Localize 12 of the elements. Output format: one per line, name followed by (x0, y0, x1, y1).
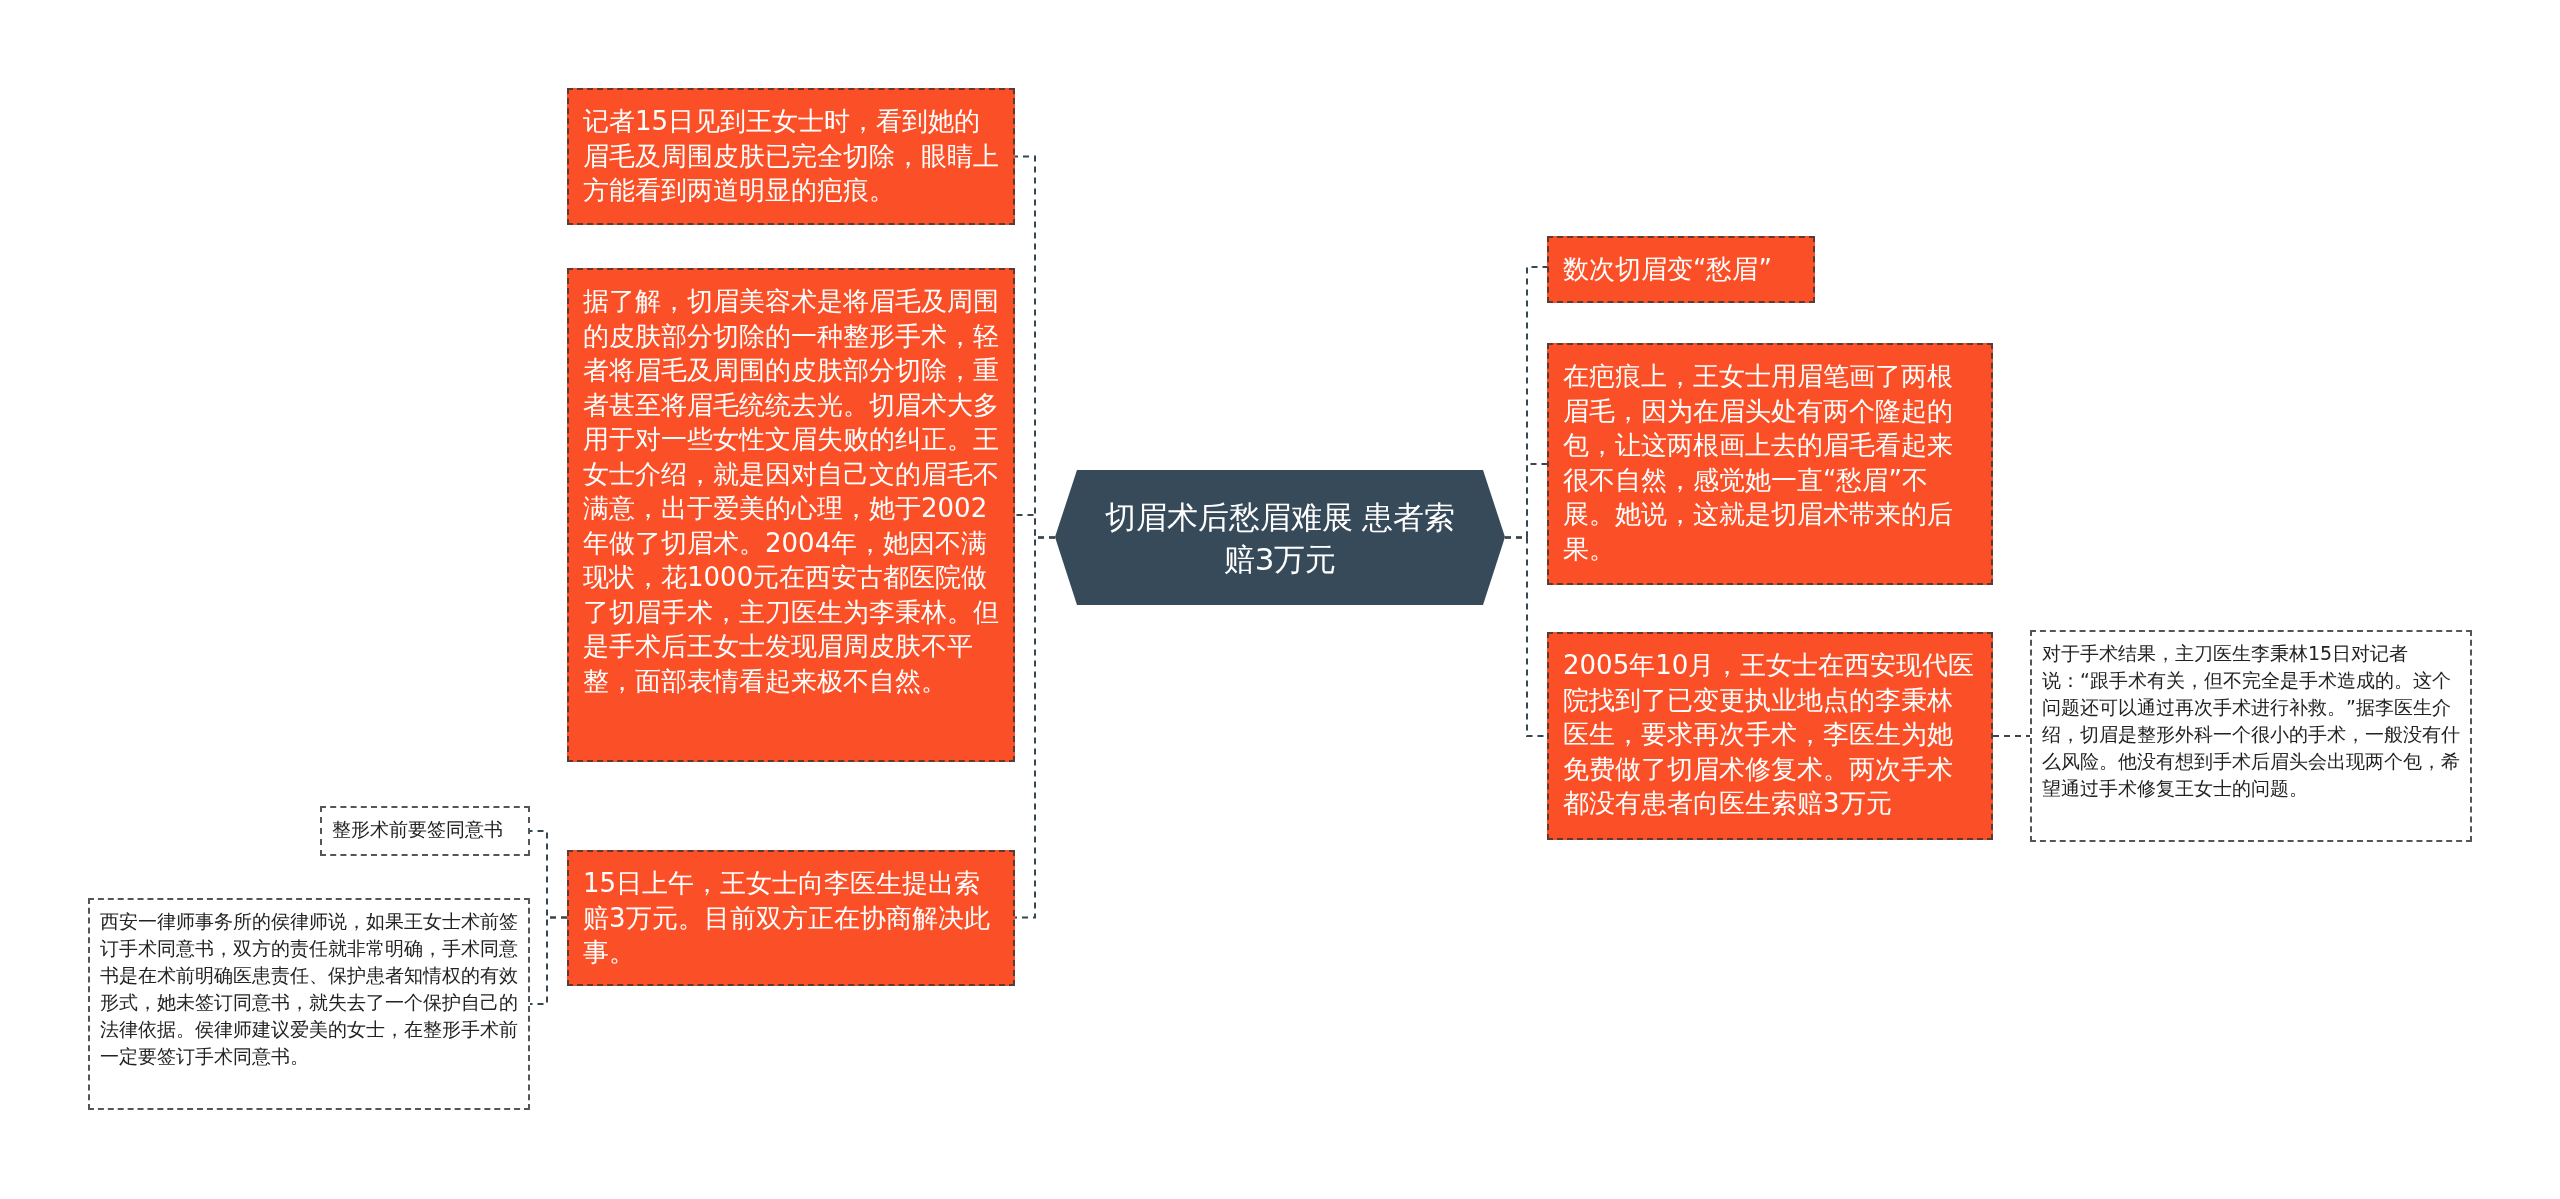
note-box: 整形术前要签同意书 (320, 806, 530, 856)
connector-line (529, 916, 568, 1005)
note-box: 西安一律师事务所的侯律师说，如果王女士术前签订手术同意书，双方的责任就非常明确，手术同意书是在术前明确医患责任、保护患者知情权的有效形式，她未签订同意书，就失去了一个保护自己的法律依据。侯律师建议爱美的女士，在整形手术前一定要签订手术同意书。 (88, 898, 530, 1110)
connector-line (1992, 735, 2031, 737)
central-topic-hexagon: 切眉术后愁眉难展 患者索赔3万元 (1055, 470, 1505, 605)
topic-box: 数次切眉变“愁眉” (1547, 236, 1815, 303)
topic-box: 在疤痕上，王女士用眉笔画了两根眉毛，因为在眉头处有两个隆起的包，让这两根画上去的眉毛看起来很不自然，感觉她一直“愁眉”不展。她说，这就是切眉术带来的后果。 (1547, 343, 1993, 585)
note-box: 对于手术结果，主刀医生李秉林15日对记者说：“跟手术有关，但不完全是手术造成的。这个问题还可以通过再次手术进行补救。”据李医生介绍，切眉是整形外科一个很小的手术，一般没有什么风险。他没有想到手术后眉头会出现两个包，希望通过手术修复王女士的问题。 (2030, 630, 2472, 842)
topic-box: 据了解，切眉美容术是将眉毛及周围的皮肤部分切除的一种整形手术，轻者将眉毛及周围的皮肤部分切除，重者甚至将眉毛统统去光。切眉术大多用于对一些女性文眉失败的纠正。王女士介绍，就是因对自己文的眉毛不满意，出于爱美的心理，她于2002年做了切眉术。2004年，她因不满现状，花1000元在西安古都医院做了切眉手术，主刀医生为李秉林。但是手术后王女士发现眉周皮肤不平整，面部表情看起来极不自然。 (567, 268, 1015, 762)
topic-box: 2005年10月，王女士在西安现代医院找到了已变更执业地点的李秉林医生，要求再次手术，李医生为她免费做了切眉术修复术。两次手术都没有患者向医生索赔3万元 (1547, 632, 1993, 840)
topic-box: 记者15日见到王女士时，看到她的眉毛及周围皮肤已完全切除，眼睛上方能看到两道明显的疤痕。 (567, 88, 1015, 225)
topic-box: 15日上午，王女士向李医生提出索赔3万元。目前双方正在协商解决此事。 (567, 850, 1015, 986)
